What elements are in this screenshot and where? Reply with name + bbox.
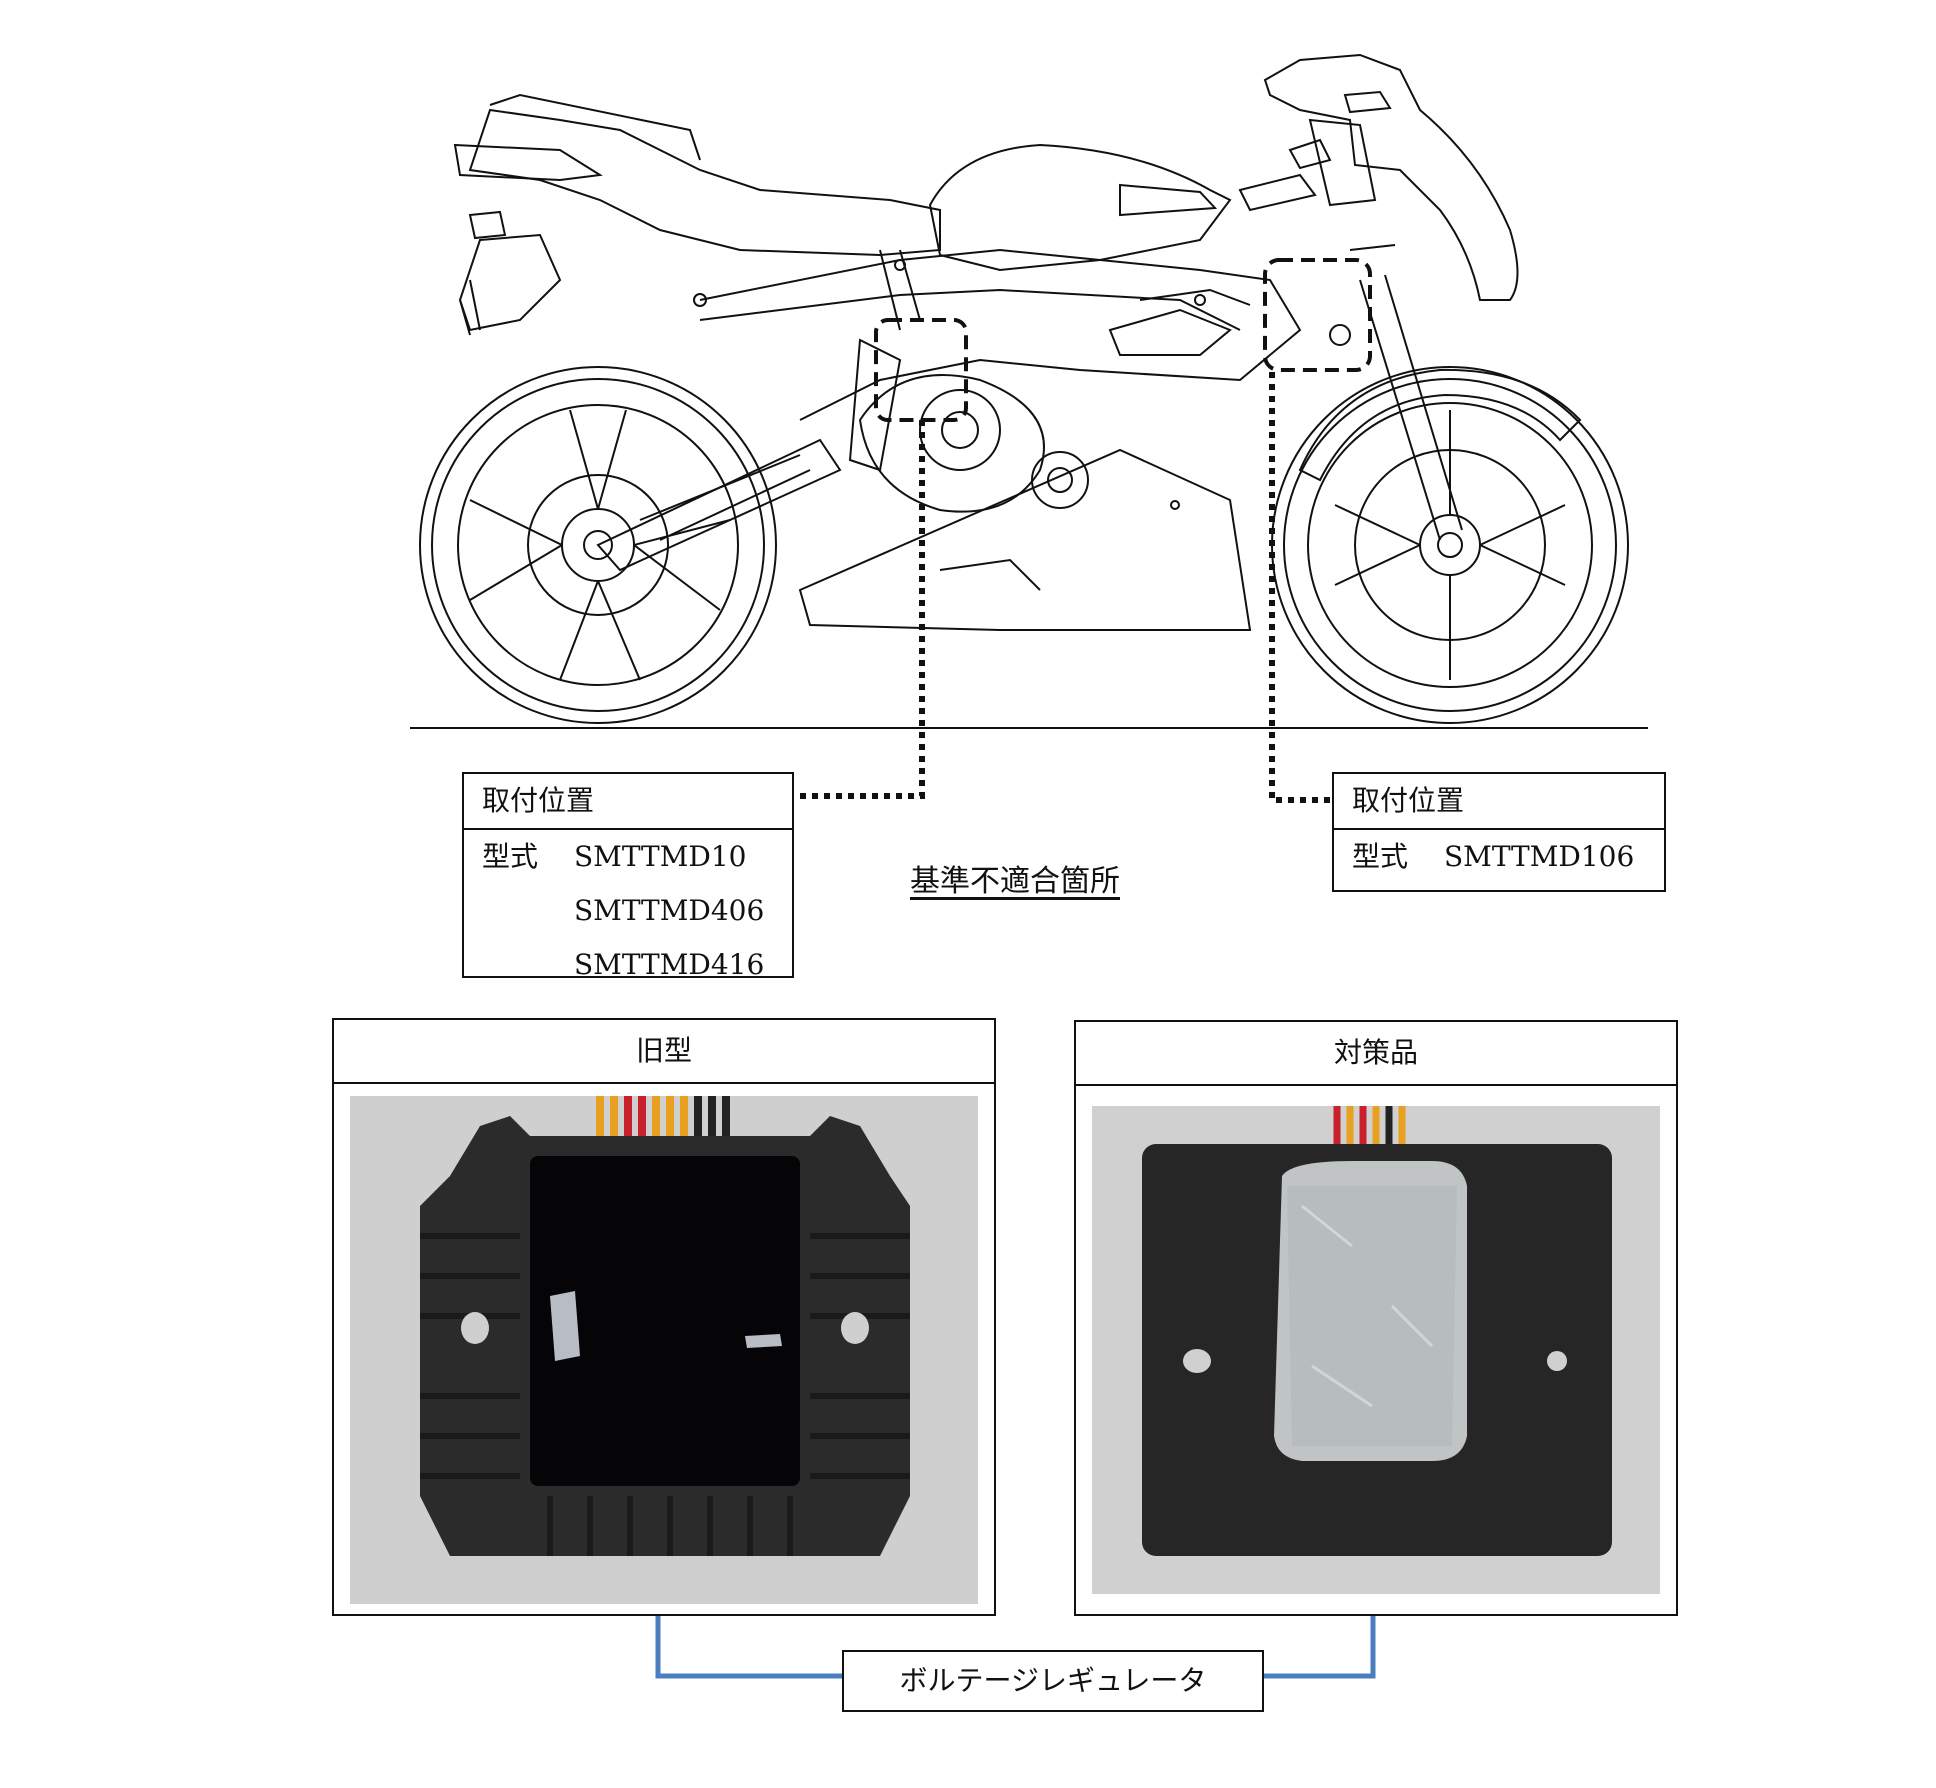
mounting-right-row-1: 型式 SMTTMD106 <box>1334 830 1664 884</box>
mounting-left-row-2: SMTTMD406 <box>464 884 792 938</box>
leader-line-left <box>800 420 925 799</box>
model-code: SMTTMD106 <box>1444 840 1635 873</box>
mounting-right-type-label: 型式 <box>1352 840 1409 873</box>
frame <box>699 248 1302 421</box>
new-part-title: 対策品 <box>1076 1022 1676 1086</box>
noncompliance-title: 基準不適合箇所 <box>910 864 1120 899</box>
highlight-region-front <box>1263 258 1372 372</box>
old-regulator-photo <box>350 1096 978 1604</box>
mounting-left-type-label: 型式 <box>482 840 539 873</box>
leader-line-right <box>1269 372 1332 803</box>
mounting-left-row-1: 型式 SMTTMD10 <box>464 830 792 884</box>
model-code: SMTTMD10 <box>574 840 747 873</box>
front-fork <box>1349 244 1463 541</box>
swingarm <box>596 438 842 572</box>
voltage-regulator-label: ボルテージレギュレータ <box>842 1650 1264 1712</box>
mounting-right-header: 取付位置 <box>1334 774 1664 830</box>
mounting-left-row-3: SMTTMD416 <box>464 938 792 992</box>
fuel-tank <box>928 143 1232 272</box>
belly-pan <box>798 448 1252 631</box>
seat-tail <box>468 108 941 257</box>
voltage-regulator-label-text: ボルテージレギュレータ <box>899 1664 1207 1697</box>
new-part-panel: 対策品 <box>1074 1020 1678 1616</box>
engine <box>858 374 1045 513</box>
new-regulator-photo <box>1092 1106 1660 1594</box>
front-wheel <box>1271 366 1629 724</box>
model-code: SMTTMD416 <box>574 948 765 981</box>
model-code: SMTTMD406 <box>574 894 765 927</box>
rear-wheel <box>419 366 777 724</box>
highlight-region-rear <box>874 318 968 422</box>
mounting-info-right: 取付位置 型式 SMTTMD106 <box>1332 772 1666 892</box>
mounting-info-left: 取付位置 型式 SMTTMD10 SMTTMD406 SMTTMD416 <box>462 772 794 981</box>
old-part-title: 旧型 <box>334 1020 994 1084</box>
old-part-panel: 旧型 <box>332 1018 996 1616</box>
front-fairing <box>1263 53 1519 301</box>
mounting-left-header: 取付位置 <box>464 774 792 830</box>
